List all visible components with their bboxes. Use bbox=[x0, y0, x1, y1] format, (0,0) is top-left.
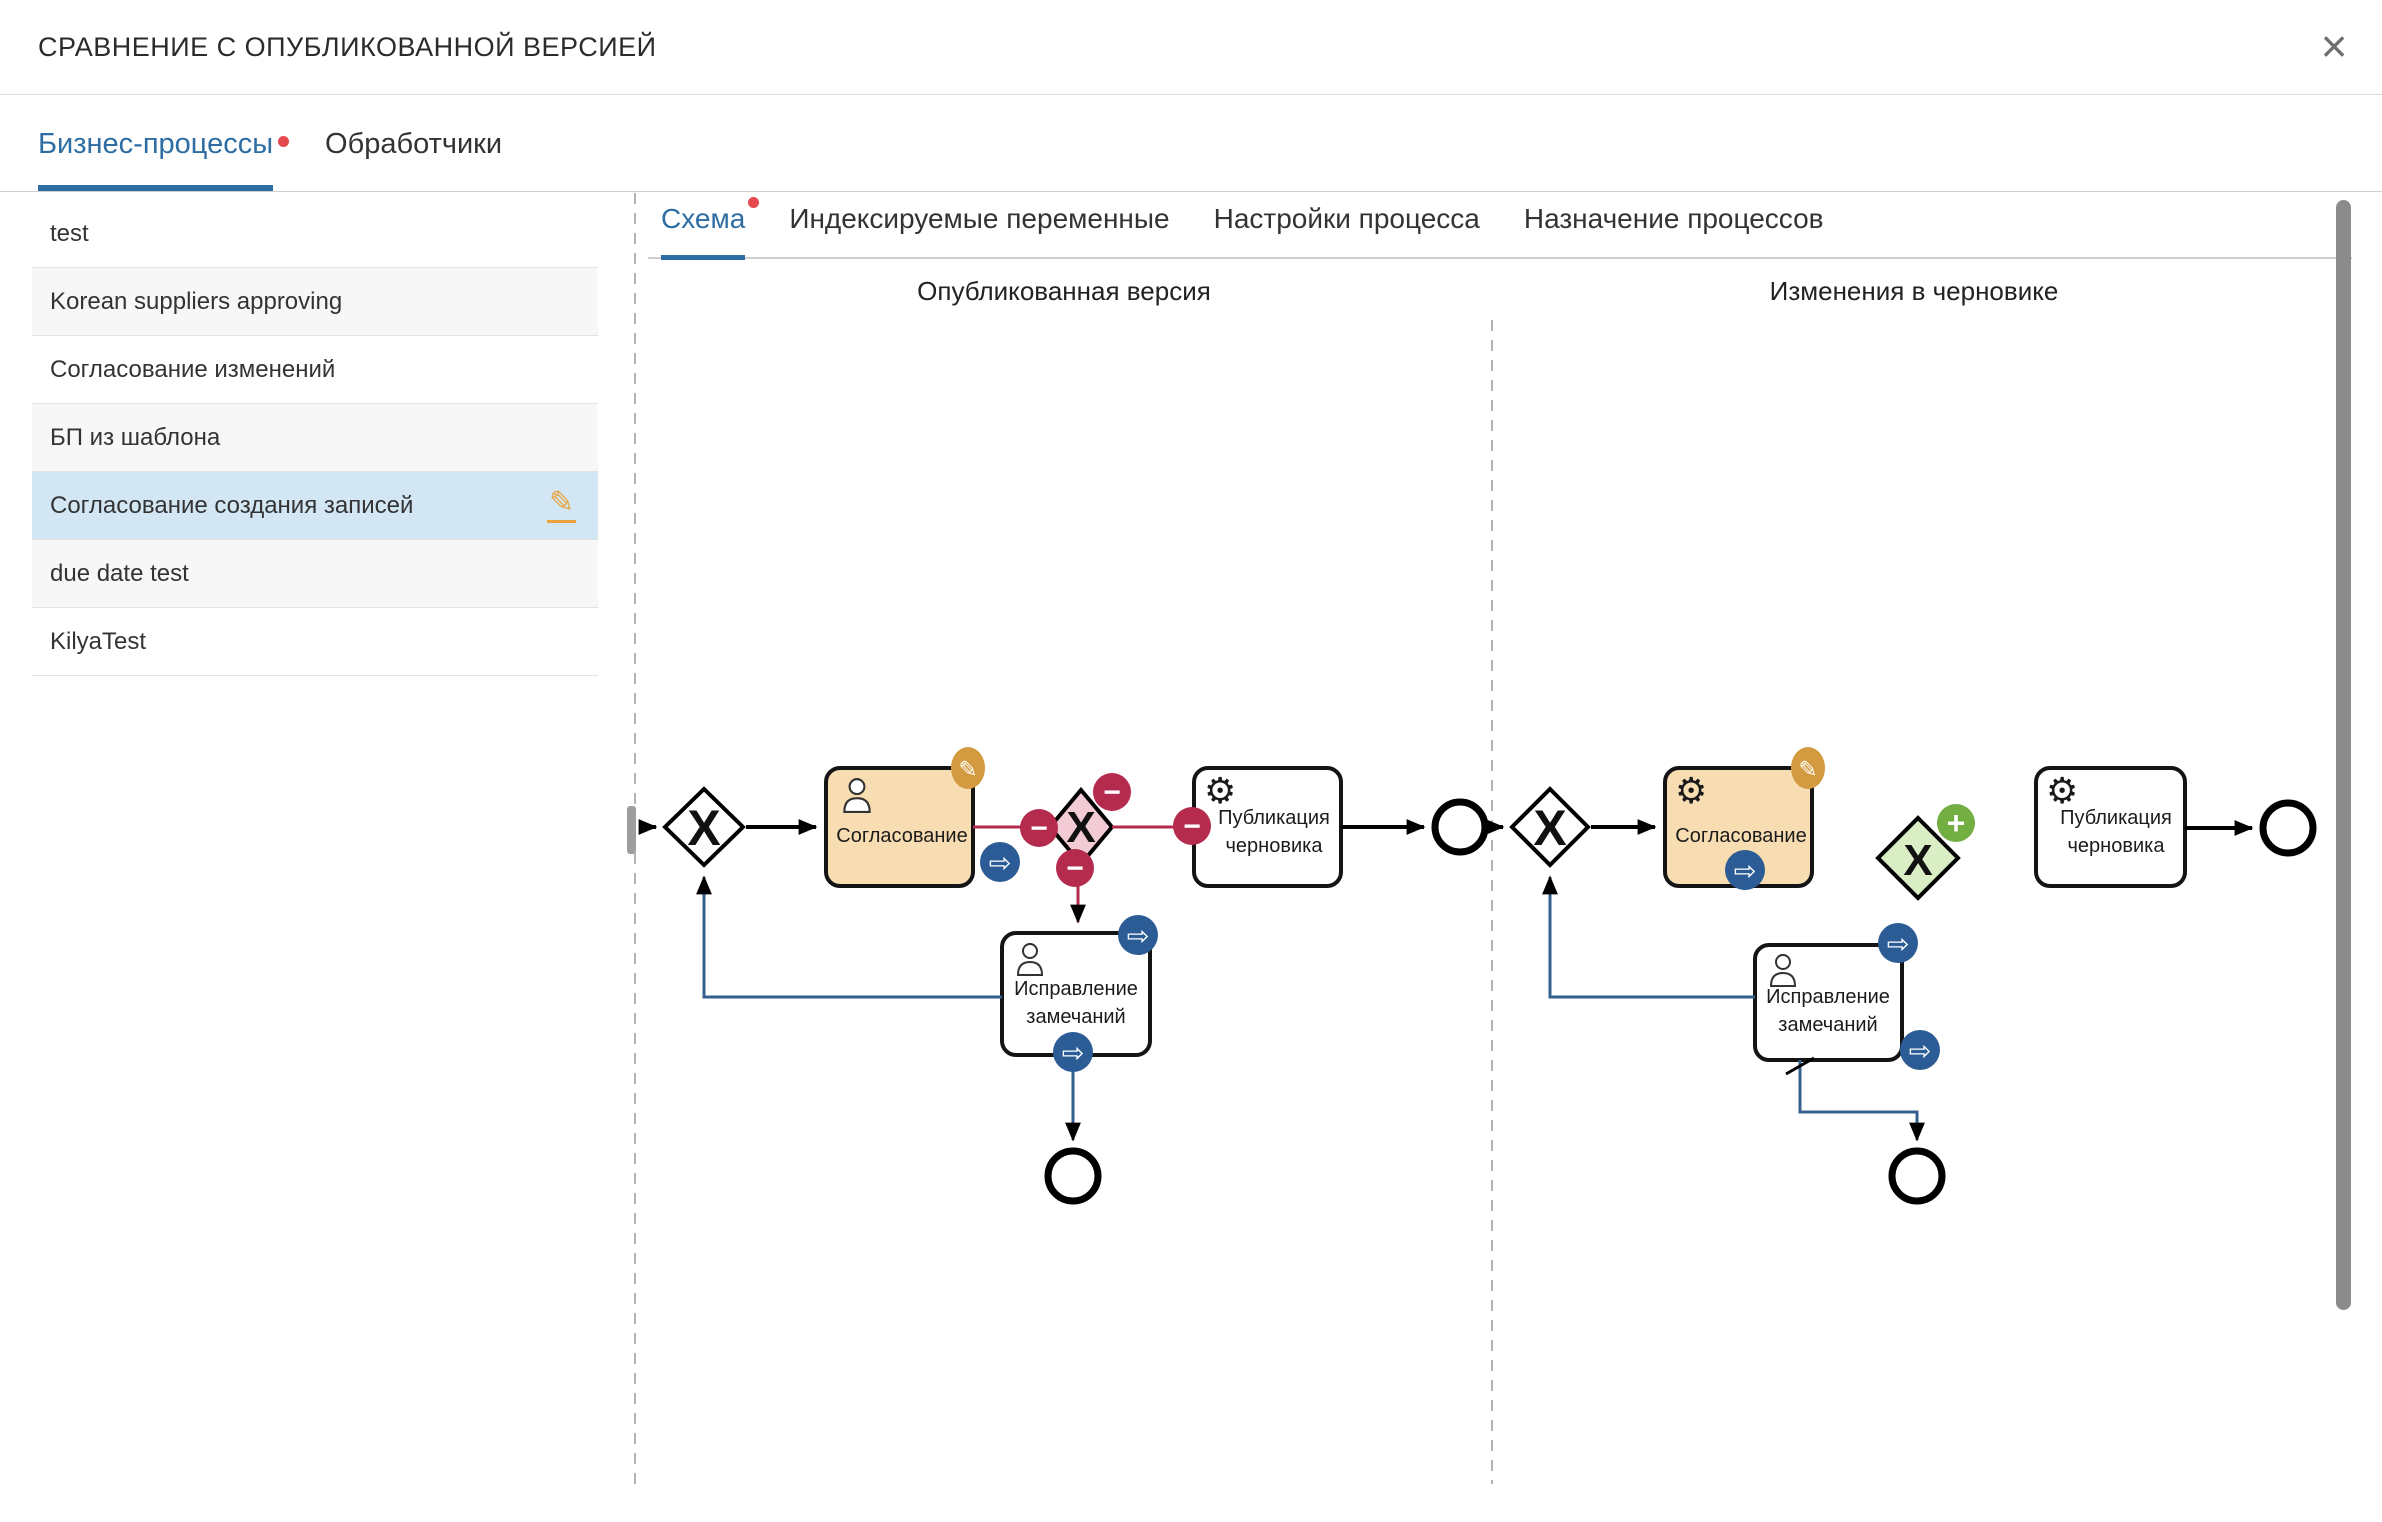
badge-moved-icon bbox=[980, 842, 1020, 882]
service-task-gear-icon: ⚙ bbox=[2046, 770, 2078, 811]
notification-dot-icon bbox=[748, 197, 760, 208]
pencil-glyph: ✎ bbox=[958, 756, 977, 782]
task-label: Исправление bbox=[1766, 986, 1890, 1008]
pane-splitter-handle[interactable] bbox=[627, 806, 636, 854]
gateway-x-glyph: X bbox=[1066, 803, 1095, 852]
plus-glyph: + bbox=[1947, 805, 1966, 841]
draft-end-event[interactable] bbox=[1888, 1147, 1946, 1205]
published-version-header: Опубликованная версия bbox=[917, 276, 1211, 306]
tab-indexed-variables[interactable]: Индексируемые переменные bbox=[789, 203, 1170, 234]
list-item-label: Согласование создания записей bbox=[50, 491, 414, 519]
task-label: замечаний bbox=[1026, 1006, 1125, 1028]
task-label: Публикация bbox=[2060, 807, 2172, 829]
content-tab-bar: Схема Индексируемые переменные Настройки… bbox=[661, 197, 1824, 260]
pencil-glyph: ✎ bbox=[1798, 756, 1817, 782]
list-item-selected[interactable]: Согласование создания записей ✎ bbox=[32, 472, 598, 540]
list-item[interactable]: Korean suppliers approving bbox=[32, 268, 598, 336]
close-icon[interactable]: × bbox=[2320, 20, 2348, 72]
draft-gateway-added[interactable] bbox=[1875, 815, 1961, 901]
badge-moved-icon bbox=[1725, 850, 1765, 890]
modal-header: СРАВНЕНИЕ С ОПУБЛИКОВАННОЙ ВЕРСИЕЙ × bbox=[0, 0, 2382, 95]
primary-tab-bar: Бизнес-процессы Обработчики bbox=[0, 96, 2382, 192]
published-diagram: X Согласование ✎ ⇨ X ⚙ Публикация чернов… bbox=[638, 747, 1489, 1205]
tab-handlers-label: Обработчики bbox=[325, 128, 503, 160]
arrow-glyph: ⇨ bbox=[1127, 921, 1150, 951]
conditional-flow-tick bbox=[1785, 1056, 1815, 1076]
published-end-event[interactable] bbox=[1431, 798, 1489, 856]
badge-edited-icon bbox=[1791, 747, 1825, 789]
badge-edited-icon bbox=[951, 747, 985, 789]
tab-schema-label: Схема bbox=[661, 203, 746, 234]
task-label: черновика bbox=[2068, 835, 2166, 857]
arrow-glyph: ⇨ bbox=[989, 848, 1012, 878]
process-list: test Korean suppliers approving Согласов… bbox=[32, 200, 598, 676]
gateway-x-glyph: X bbox=[1903, 836, 1932, 885]
tab-business-processes-label: Бизнес-процессы bbox=[38, 128, 274, 160]
list-item[interactable]: test bbox=[32, 200, 598, 268]
gateway-x-glyph: X bbox=[1533, 800, 1566, 856]
draft-changes-header: Изменения в черновике bbox=[1769, 276, 2059, 306]
service-task-gear-icon: ⚙ bbox=[1675, 770, 1707, 811]
tab-schema[interactable]: Схема bbox=[661, 197, 760, 260]
svg-text:−: − bbox=[1066, 852, 1084, 885]
edit-pencil-icon[interactable]: ✎ bbox=[546, 486, 576, 523]
draft-diagram: X ⚙ Согласование ✎ ⇨ X + ⚙ Публикация че… bbox=[1485, 747, 2317, 1205]
diff-column-headers: Опубликованная версия Изменения в чернов… bbox=[636, 276, 2336, 307]
svg-text:−: − bbox=[1103, 776, 1121, 809]
task-label: черновика bbox=[1226, 835, 1324, 857]
published-gateway-exclusive[interactable] bbox=[662, 786, 746, 868]
task-label: Согласование bbox=[836, 825, 967, 847]
badge-added-icon bbox=[1937, 804, 1975, 842]
list-item[interactable]: KilyaTest bbox=[32, 608, 598, 676]
deleted-badges: − − − − bbox=[1020, 773, 1211, 887]
badge-moved-icon bbox=[1118, 915, 1158, 955]
badge-moved-icon bbox=[1900, 1030, 1940, 1070]
arrow-glyph: ⇨ bbox=[1062, 1038, 1085, 1068]
draft-end-event[interactable] bbox=[2259, 799, 2317, 857]
draft-gateway-exclusive[interactable] bbox=[1509, 786, 1591, 868]
badge-moved-icon bbox=[1878, 923, 1918, 963]
modal-title: СРАВНЕНИЕ С ОПУБЛИКОВАННОЙ ВЕРСИЕЙ bbox=[38, 32, 657, 62]
list-item[interactable]: Согласование изменений bbox=[32, 336, 598, 404]
svg-text:−: − bbox=[1030, 812, 1048, 845]
task-label: Исправление bbox=[1014, 978, 1138, 1000]
list-item[interactable]: БП из шаблона bbox=[32, 404, 598, 472]
gateway-x-glyph: X bbox=[687, 800, 720, 856]
task-label: замечаний bbox=[1778, 1014, 1877, 1036]
moved-flow-loop bbox=[696, 875, 1002, 999]
arrow-glyph: ⇨ bbox=[1909, 1036, 1932, 1066]
badge-moved-icon bbox=[1053, 1032, 1093, 1072]
service-task-gear-icon: ⚙ bbox=[1204, 770, 1236, 811]
published-end-event[interactable] bbox=[1044, 1147, 1102, 1205]
tab-process-settings[interactable]: Настройки процесса bbox=[1213, 203, 1480, 234]
task-label: Публикация bbox=[1218, 807, 1330, 829]
content-tabs-divider bbox=[648, 257, 2352, 259]
svg-text:−: − bbox=[1183, 810, 1201, 843]
moved-flow-loop bbox=[1542, 875, 1755, 999]
list-item[interactable]: due date test bbox=[32, 540, 598, 608]
arrow-glyph: ⇨ bbox=[1734, 856, 1757, 886]
notification-dot-icon bbox=[278, 136, 290, 147]
tab-process-assignment[interactable]: Назначение процессов bbox=[1523, 203, 1824, 234]
task-label: Согласование bbox=[1675, 825, 1806, 847]
arrow-glyph: ⇨ bbox=[1887, 929, 1910, 959]
moved-flow bbox=[1798, 1060, 1925, 1142]
vertical-scrollbar-thumb[interactable] bbox=[2336, 200, 2351, 1310]
draft-task-fix[interactable] bbox=[1753, 943, 1904, 1062]
tab-handlers[interactable]: Обработчики bbox=[325, 128, 502, 191]
tab-business-processes[interactable]: Бизнес-процессы bbox=[38, 128, 290, 191]
